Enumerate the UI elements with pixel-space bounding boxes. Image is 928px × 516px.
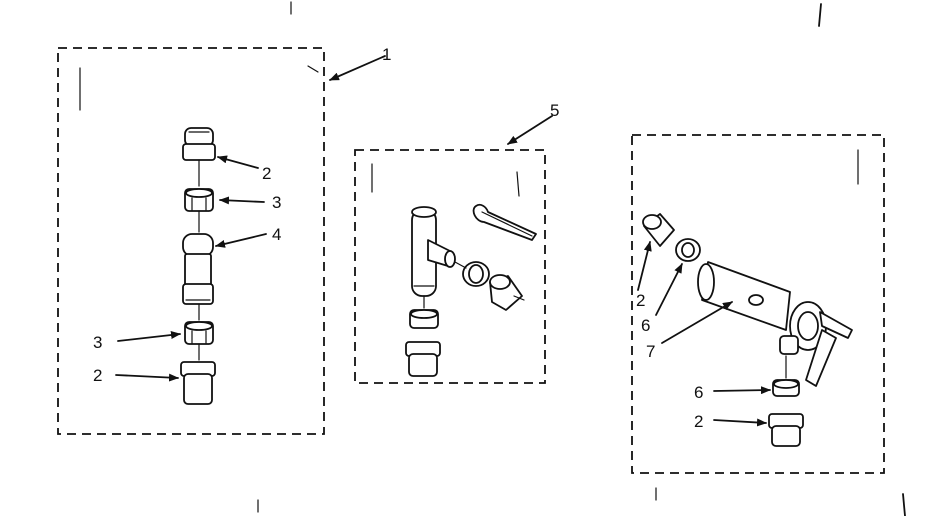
lower-nut bbox=[409, 309, 439, 329]
callout-5: 5 bbox=[550, 101, 559, 120]
callout-1: 1 bbox=[382, 45, 391, 64]
callout-2-upper: 2 bbox=[636, 291, 645, 310]
callout-2-top: 2 bbox=[262, 164, 271, 183]
part-2-upper bbox=[642, 213, 675, 247]
callout-3-bottom: 3 bbox=[93, 333, 102, 352]
part-3-top bbox=[184, 188, 214, 212]
callout-6-lower: 6 bbox=[694, 383, 703, 402]
kit-3-dashed-box bbox=[631, 134, 885, 474]
callout-7: 7 bbox=[646, 342, 655, 361]
callout-2-bottom: 2 bbox=[93, 366, 102, 385]
part-2-bottom bbox=[180, 361, 216, 405]
part-6-lower bbox=[772, 379, 800, 397]
side-cap bbox=[489, 274, 525, 311]
callout-2-lower: 2 bbox=[694, 412, 703, 431]
callout-4: 4 bbox=[272, 225, 281, 244]
part-3-bottom bbox=[184, 321, 214, 345]
clip-pin bbox=[472, 203, 537, 241]
lower-cap bbox=[405, 341, 441, 377]
callout-3-top: 3 bbox=[272, 193, 281, 212]
kit-5-dashed-box bbox=[354, 149, 546, 384]
kit-group-1: 1 2 3 4 3 2 bbox=[57, 45, 391, 435]
kit-group-5: 5 bbox=[354, 101, 559, 384]
part-6-upper bbox=[675, 238, 701, 262]
side-nut bbox=[462, 261, 490, 287]
callout-6-upper: 6 bbox=[641, 316, 650, 335]
t-fitting bbox=[411, 206, 456, 297]
part-7-valve-body bbox=[697, 261, 853, 387]
scan-marks bbox=[257, 1, 906, 516]
part-2-lower bbox=[768, 413, 804, 447]
part-2-top bbox=[182, 127, 216, 161]
kit-1-dashed-box bbox=[57, 47, 325, 435]
kit-group-3: 2 6 7 6 2 bbox=[631, 134, 885, 474]
part-4-coupling bbox=[182, 233, 214, 305]
